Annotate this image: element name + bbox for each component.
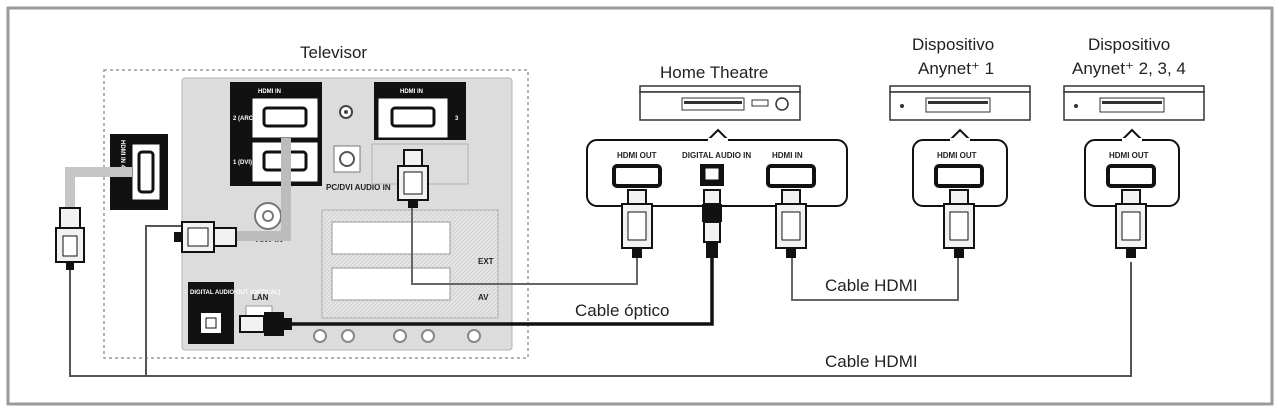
tv-digital-audio-out-label: DIGITAL AUDIO OUT (OPTICAL) xyxy=(190,290,281,296)
tv-hdmi3-plug xyxy=(397,149,429,208)
device2-hdmi-out-label: HDMI OUT xyxy=(1109,151,1149,160)
tv-side-hdmi-label: HDMI IN 4 xyxy=(119,140,125,169)
ht-hdmi-out-port xyxy=(612,164,662,188)
device1-hdmi-out-label: HDMI OUT xyxy=(937,151,977,160)
cable-tv-hdmi2-to-tv xyxy=(145,225,182,376)
home-theatre-label: Home Theatre xyxy=(660,63,768,82)
cable-hdmi-upper-label: Cable HDMI xyxy=(825,276,918,295)
cable-hdmi-upper xyxy=(791,256,959,301)
ht-callout-pointer xyxy=(707,128,729,141)
device2-hdmi-out-port xyxy=(1106,164,1156,188)
device1-callout-pointer xyxy=(949,128,971,141)
ht-digital-audio-in-label: DIGITAL AUDIO IN xyxy=(682,151,751,160)
ht-hdmi-in-plug xyxy=(775,189,807,258)
home-theatre-device-icon xyxy=(639,85,801,121)
device2-label-line1: Dispositivo xyxy=(1088,35,1170,54)
tv-dotted-outline xyxy=(103,69,529,359)
tv-port-1-label: 1 (DVI) xyxy=(233,160,252,166)
ht-hdmi-in-port xyxy=(766,164,816,188)
ht-hdmi-out-label: HDMI OUT xyxy=(617,151,657,160)
cable-optical xyxy=(292,258,714,326)
device1-label-line2: Anynet⁺ 1 xyxy=(918,59,994,78)
device2-callout-pointer xyxy=(1121,128,1143,141)
tv-hdmi2-cable-band xyxy=(236,138,291,241)
device1-hdmi-plug xyxy=(943,189,975,258)
tv-av-label: AV xyxy=(478,293,489,302)
tv-ext-label: EXT xyxy=(478,257,494,266)
device1-icon xyxy=(889,85,1031,121)
tv-side-hdmi-band xyxy=(65,167,132,212)
cable-optical-label: Cable óptico xyxy=(575,301,670,320)
tv-optical-plug xyxy=(239,312,292,336)
cable-hdmi-lower-label: Cable HDMI xyxy=(825,352,918,371)
tv-hdmi-in-label-right: HDMI IN xyxy=(400,89,423,95)
tv-label: Televisor xyxy=(300,43,367,62)
tv-port-2-label: 2 (ARC) xyxy=(233,116,255,122)
device1-hdmi-out-port xyxy=(934,164,984,188)
tv-port-3-label: 3 xyxy=(455,116,459,122)
ht-hdmi-in-label: HDMI IN xyxy=(772,151,803,160)
tv-lan-label: LAN xyxy=(252,293,269,302)
tv-hdmi2-plug xyxy=(174,221,237,253)
tv-pc-dvi-label: PC/DVI AUDIO IN xyxy=(326,183,391,192)
device2-hdmi-plug xyxy=(1115,189,1147,258)
tv-side-hdmi-plug xyxy=(55,207,85,270)
device1-label-line1: Dispositivo xyxy=(912,35,994,54)
device2-label-line2: Anynet⁺ 2, 3, 4 xyxy=(1072,59,1186,78)
cable-hdmi-lower xyxy=(69,262,1132,377)
ht-optical-plug xyxy=(702,189,722,258)
tv-hdmi-in-label-left: HDMI IN xyxy=(258,89,281,95)
cable-tv-to-ht-hdmi xyxy=(411,206,638,285)
ht-hdmi-out-plug xyxy=(621,189,653,258)
device2-icon xyxy=(1063,85,1205,121)
